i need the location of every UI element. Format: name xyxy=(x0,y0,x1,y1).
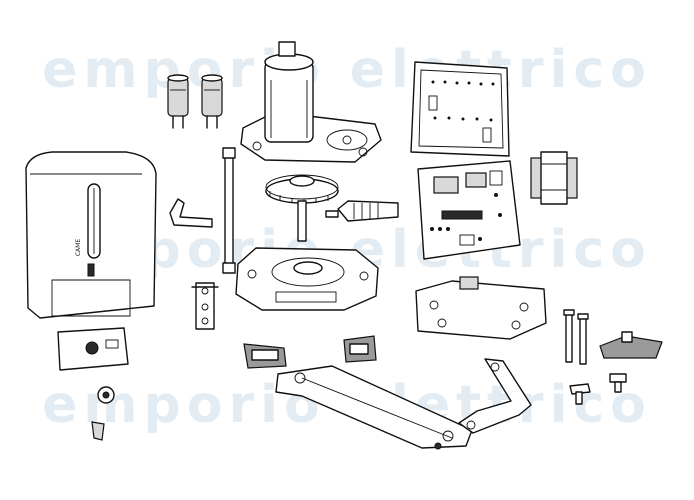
connecting-rod xyxy=(220,147,238,274)
cover-housing: CAME xyxy=(22,148,162,326)
key-knob xyxy=(96,385,116,405)
limit-switch xyxy=(188,275,223,335)
small-screw-right xyxy=(606,370,631,395)
transformer xyxy=(525,150,585,208)
release-lever-left xyxy=(240,338,290,373)
small-screw-left xyxy=(566,378,594,408)
release-bracket xyxy=(168,195,218,230)
watermark-row-top: emporio elettrico xyxy=(42,40,652,100)
mounting-plate xyxy=(405,58,517,160)
bolts xyxy=(562,308,592,368)
gearbox-base xyxy=(232,240,382,315)
release-key-plate xyxy=(52,322,132,377)
articulated-arm-curved xyxy=(455,355,535,440)
capacitors xyxy=(160,68,235,138)
gear-assembly xyxy=(260,165,410,245)
brand-label: CAME xyxy=(75,238,83,257)
fixing-bracket xyxy=(412,275,550,345)
gearmotor-upper xyxy=(235,40,385,170)
control-board xyxy=(410,155,525,265)
release-lever-right xyxy=(340,332,380,367)
articulated-arm-straight xyxy=(272,360,492,460)
release-key xyxy=(88,420,108,442)
stop-block xyxy=(596,330,666,365)
